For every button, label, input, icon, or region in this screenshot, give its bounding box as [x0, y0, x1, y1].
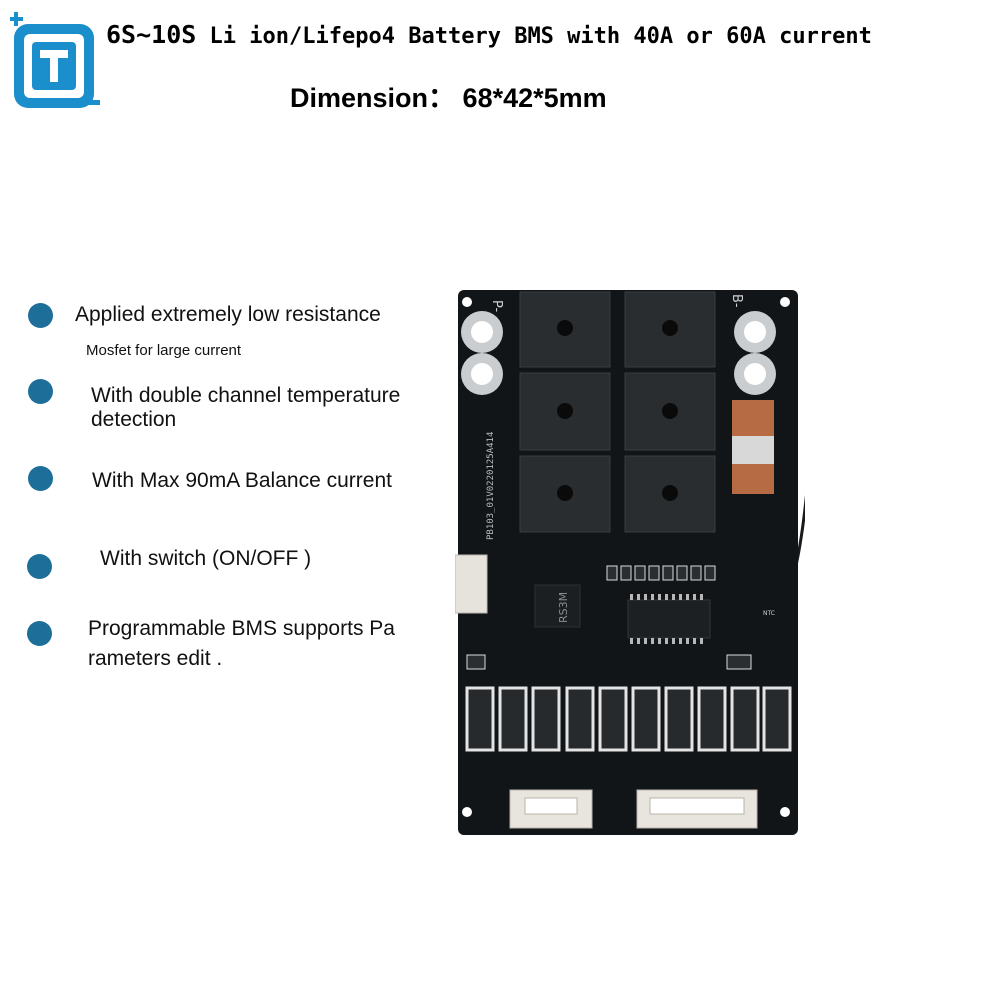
title-series: 6S~10S — [106, 20, 197, 49]
ntc-label: NTC — [763, 610, 775, 617]
dimension-value: 68*42*5mm — [462, 83, 607, 113]
board-silkscreen: PB103_01V0220125A414 — [486, 432, 496, 540]
feature-2-line-1: With double channel temperature — [91, 384, 401, 407]
bullet-icon — [27, 554, 52, 579]
title-description: Li ion/Lifepo4 Battery BMS with 40A or 6… — [196, 24, 872, 49]
dimension-line: Dimension： 68*42*5mm — [290, 76, 607, 115]
product-title: 6S~10S Li ion/Lifepo4 Battery BMS with 4… — [106, 20, 872, 49]
bms-board-image: P- B- PB103_01V0220125A414 RS3M NTC — [455, 290, 805, 835]
board-label-p: P- — [489, 300, 504, 313]
bullet-icon — [28, 466, 53, 491]
bullet-icon — [28, 379, 53, 404]
brand-logo — [10, 12, 100, 108]
feature-4-line-1: With switch (ON/OFF ) — [100, 547, 312, 570]
feature-3-line-1: With Max 90mA Balance current — [92, 469, 392, 492]
feature-2-line-2: detection — [91, 408, 177, 431]
bullet-icon — [28, 303, 53, 328]
inductor-mark: RS3M — [557, 592, 570, 623]
bullet-icon — [27, 621, 52, 646]
feature-1-line-2: Mosfet for large current — [86, 342, 242, 359]
feature-5-line-1: Programmable BMS supports Pa — [88, 617, 395, 640]
board-label-b: B- — [729, 294, 744, 308]
dimension-label: Dimension： — [290, 83, 456, 113]
feature-1-line-1: Applied extremely low resistance — [75, 303, 381, 326]
feature-5-line-2: rameters edit . — [88, 647, 223, 670]
